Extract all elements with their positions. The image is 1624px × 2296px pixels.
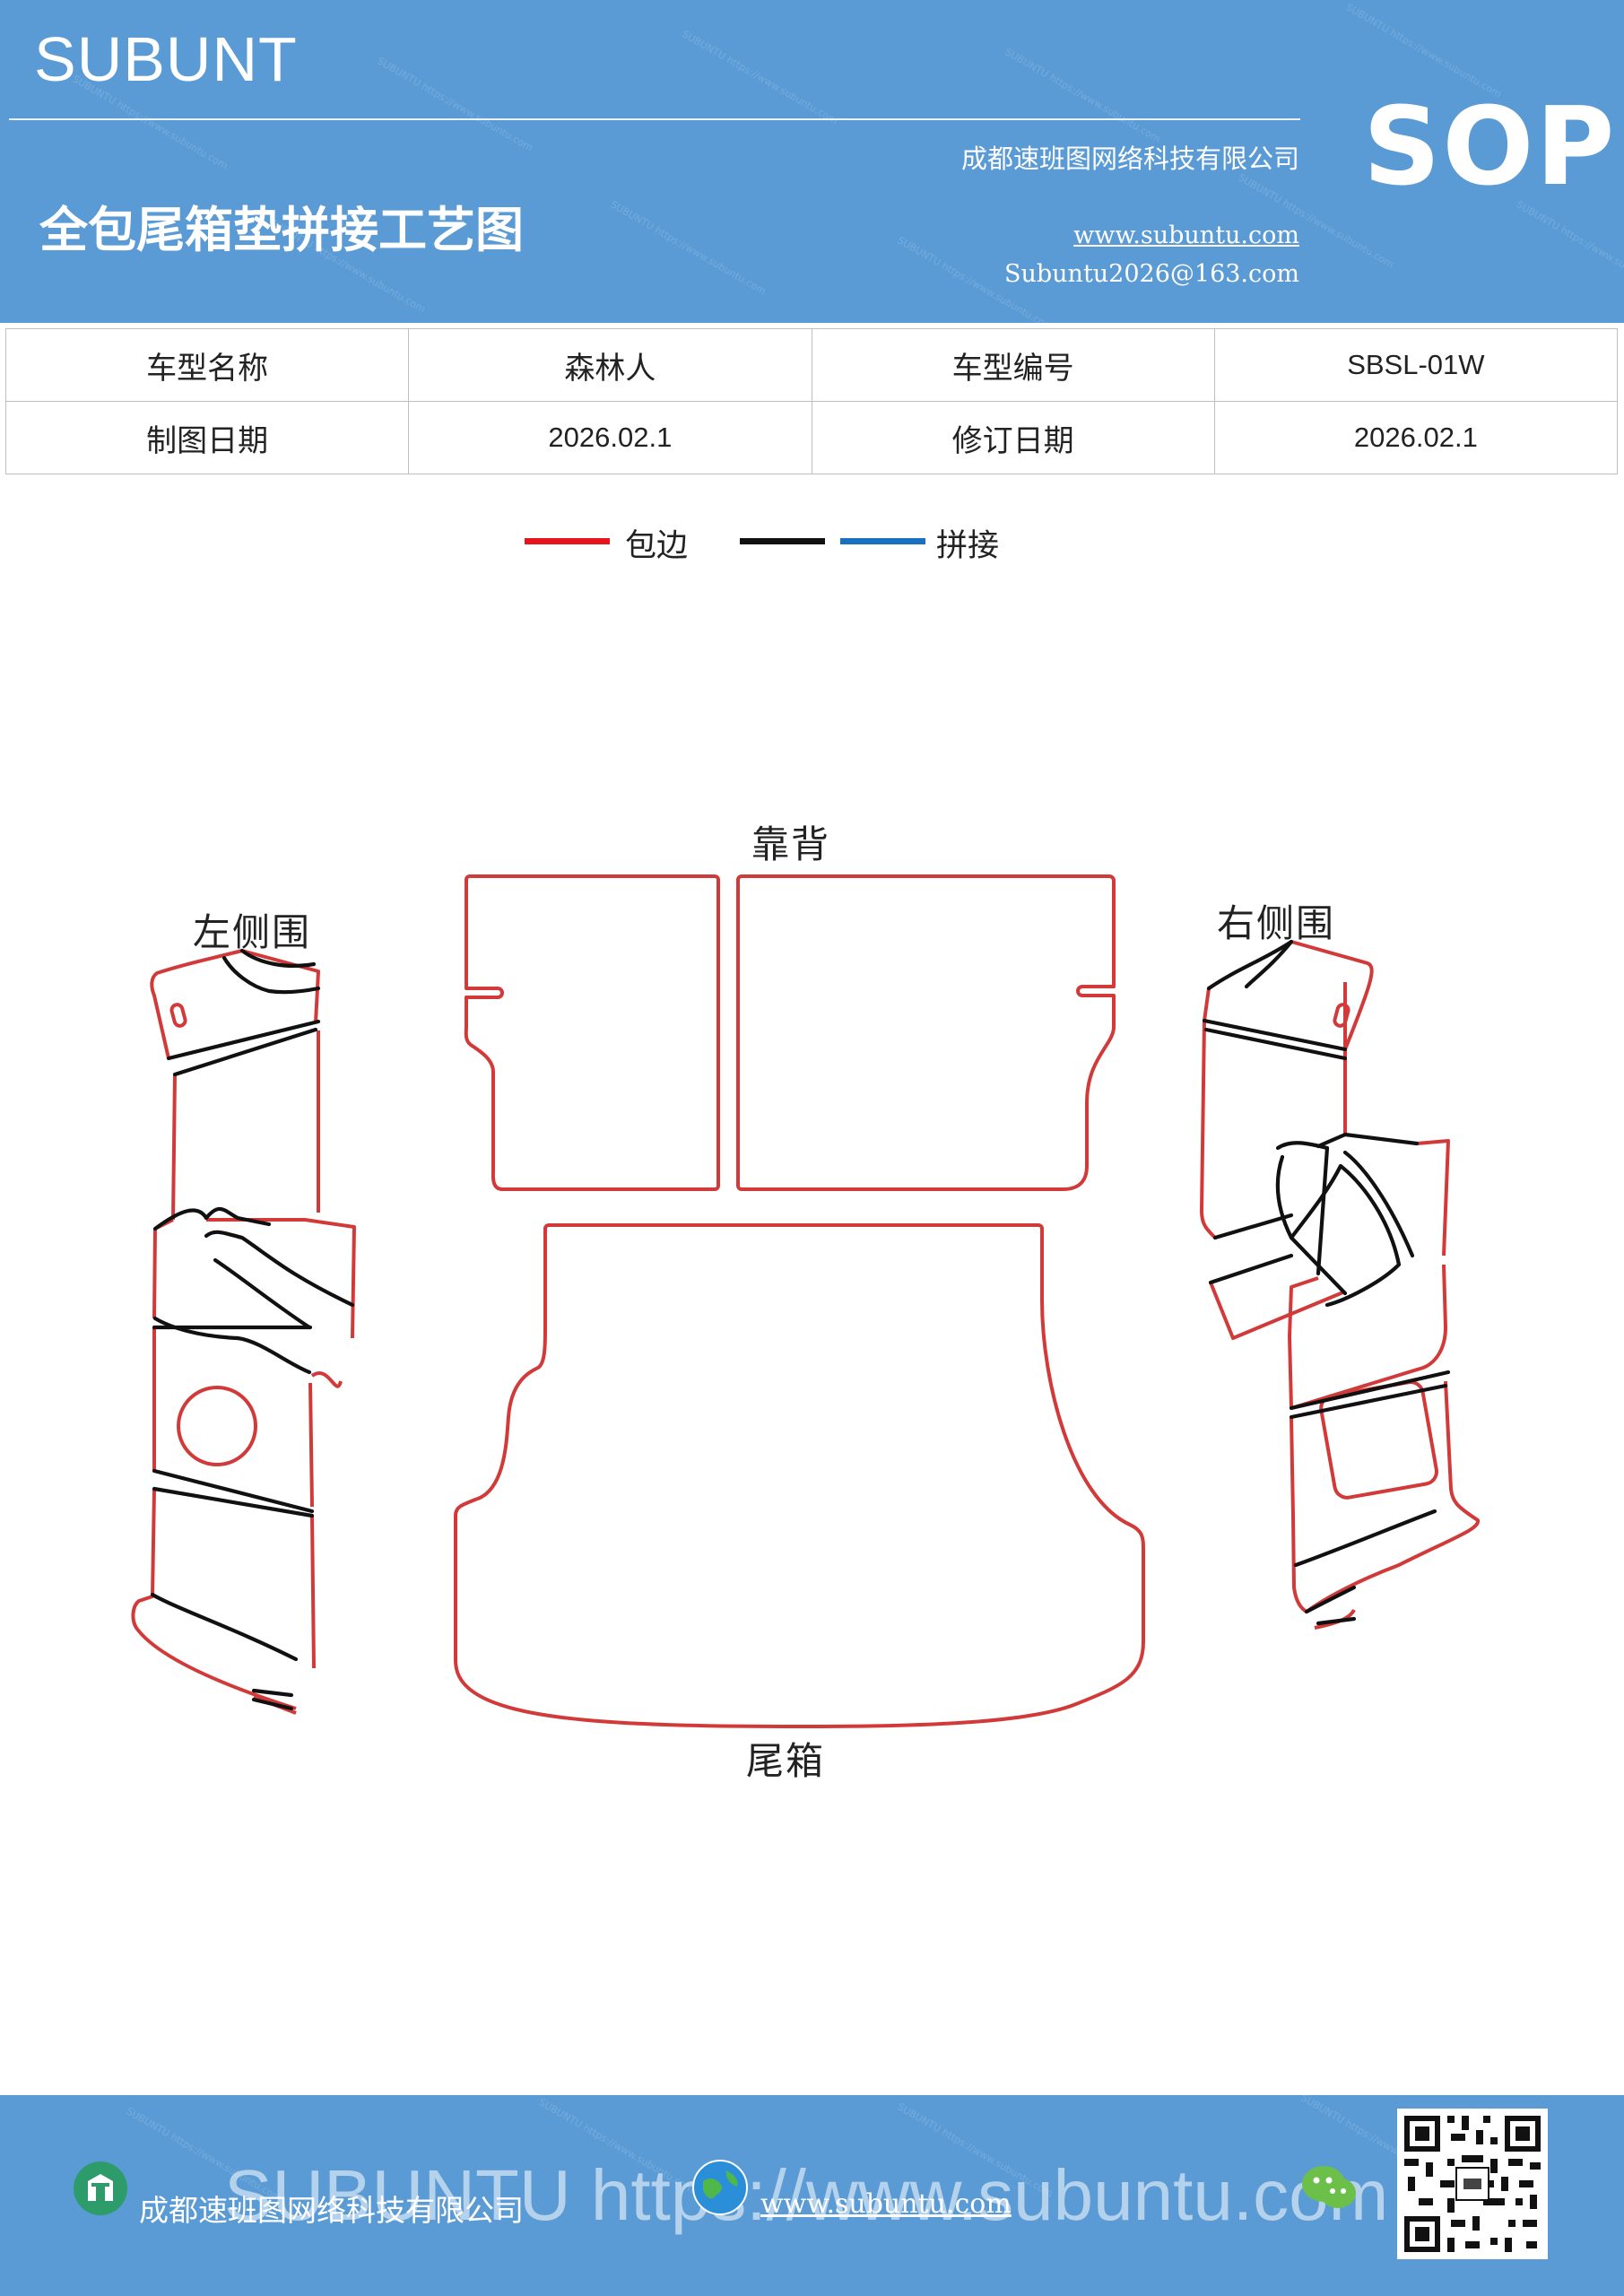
header: SUBUNTU https://www.subuntu.com SUBUNTU …: [0, 0, 1624, 323]
left-side-circle-piece: [177, 1386, 257, 1466]
right-side-seam: [1206, 939, 1294, 991]
mat-layout-diagram: 靠背 左侧围 右侧围 尾箱: [0, 789, 1624, 1812]
left-side-top-edge: [150, 952, 232, 1059]
label-right-side: 右侧围: [1217, 901, 1336, 945]
svg-text:SUBUNTU https://www.subuntu.co: SUBUNTU https://www.subuntu.com: [1515, 198, 1624, 297]
legend-label-edge: 包边: [625, 528, 689, 564]
header-email[interactable]: Subuntu2026@163.com: [1004, 260, 1299, 288]
trunk-piece: [454, 1223, 1145, 1728]
document-title: 全包尾箱垫拼接工艺图: [39, 201, 524, 258]
header-website-link[interactable]: www.subuntu.com: [1073, 222, 1299, 249]
globe-icon: [692, 2160, 748, 2215]
left-side-seam: [221, 955, 321, 995]
wechat-icon: [1302, 2166, 1356, 2208]
label-backrest: 靠背: [751, 822, 831, 866]
table-cell: 车型编号: [811, 328, 1215, 402]
table-cell: SBSL-01W: [1213, 328, 1619, 402]
vehicle-info-table: 车型名称 森林人 车型编号 SBSL-01W 制图日期 2026.02.1 修订…: [4, 328, 1619, 474]
legend-swatch-edge: [525, 538, 610, 544]
footer-watermark-text: SUBUNTU https://www.subuntu.com: [224, 2155, 1389, 2235]
company-name: 成都速班图网络科技有限公司: [960, 144, 1299, 174]
label-left-side: 左侧围: [193, 910, 312, 954]
svg-text:SUBUNTU https://www.subuntu.co: SUBUNTU https://www.subuntu.com: [376, 55, 535, 153]
sop-badge: SOP: [1363, 85, 1617, 210]
right-side-top-edge: [1290, 940, 1374, 1050]
label-trunk: 尾箱: [746, 1739, 826, 1783]
backrest-right-piece: [736, 874, 1116, 1191]
footer: SUBUNTU https://www.subuntu.com SUBUNTU …: [0, 2095, 1624, 2296]
legend-label-seam: 拼接: [936, 528, 1000, 564]
svg-text:SUBUNTU https://www.subuntu.co: SUBUNTU https://www.subuntu.com: [1003, 46, 1163, 144]
building-icon: [74, 2161, 127, 2215]
table-cell: 2026.02.1: [1213, 401, 1619, 474]
svg-text:SUBUNTU https://www.subuntu.co: SUBUNTU https://www.subuntu.com: [681, 28, 840, 126]
table-cell: 制图日期: [4, 401, 410, 474]
qr-code[interactable]: [1397, 2109, 1548, 2259]
left-side-slot: [169, 1003, 187, 1028]
legend-swatch-blue: [840, 538, 925, 544]
brand-name: SUBUNT: [34, 24, 298, 94]
footer-website-link[interactable]: www.subuntu.com: [760, 2188, 1012, 2220]
svg-text:SUBUNTU https://www.subuntu.co: SUBUNTU https://www.subuntu.com: [609, 198, 769, 297]
table-row: 车型名称 森林人 车型编号 SBSL-01W: [4, 328, 1619, 402]
table-cell: 森林人: [408, 328, 812, 402]
header-divider: [9, 118, 1300, 120]
backrest-left-piece: [464, 874, 720, 1191]
table-row: 制图日期 2026.02.1 修订日期 2026.02.1: [4, 401, 1619, 474]
legend: 包边 拼接: [0, 520, 1624, 583]
footer-company-name: 成都速班图网络科技有限公司: [139, 2193, 524, 2228]
table-cell: 2026.02.1: [408, 401, 812, 474]
right-side-slot: [1333, 1003, 1350, 1028]
table-cell: 修订日期: [811, 401, 1215, 474]
table-cell: 车型名称: [4, 328, 410, 402]
mat-pieces: [131, 874, 1480, 1728]
legend-swatch-black: [740, 538, 825, 544]
